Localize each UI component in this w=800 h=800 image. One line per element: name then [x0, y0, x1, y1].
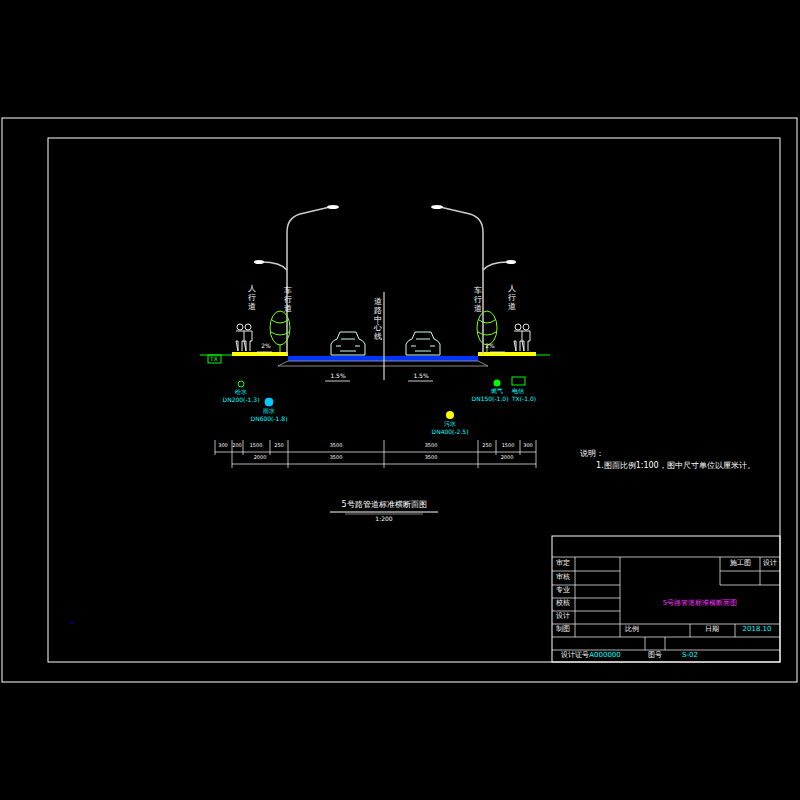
cell: S-02: [682, 652, 698, 660]
dimension: 1500: [502, 443, 515, 449]
note-head: 说明：: [580, 450, 604, 459]
pipe-tag: TX: [210, 356, 218, 363]
pipe-name: 燃气: [491, 388, 503, 395]
dimension: 2000: [254, 455, 267, 461]
cell: A000000: [589, 652, 621, 660]
dimension: 200: [232, 443, 242, 449]
pipe-name: 电信: [512, 388, 524, 395]
dimension: 300: [218, 443, 228, 449]
pipe-name: 污水: [444, 421, 456, 428]
cell: 日期: [705, 626, 719, 634]
cell: 设计证号: [561, 652, 589, 660]
pipe-name: 雨水: [263, 408, 275, 415]
dimension: 3500: [425, 443, 438, 449]
cell: 施工图: [730, 560, 751, 568]
pipe-size: TX(-1.0): [512, 396, 536, 403]
cell: 专业: [556, 587, 570, 595]
cell: 设计: [763, 560, 777, 568]
dimension: 250: [482, 443, 492, 449]
side-label: 车行道: [284, 287, 292, 313]
pipe-name: 给水: [235, 389, 247, 396]
slope: 2%: [261, 343, 271, 350]
side-label: 人行道: [248, 285, 256, 311]
scale-caption: 1:200: [375, 516, 392, 523]
dimension: 3500: [425, 455, 438, 461]
drawing-name: 5号路管道标准横断面图: [663, 600, 737, 608]
slope: 1.5%: [330, 373, 345, 380]
dimension: 3500: [330, 455, 343, 461]
pipe-size: DN200(-1.3): [223, 397, 260, 404]
dimension: 2000: [501, 455, 514, 461]
pipe-size: DN150(-1.0): [472, 396, 509, 403]
cell: 2018.10: [743, 626, 772, 634]
side-label: 车行道: [474, 287, 482, 313]
pipe-size: DN400(-2.5): [432, 429, 469, 436]
side-label: 人行道: [508, 285, 516, 311]
cell: 校核: [556, 600, 570, 608]
dimension: 300: [523, 443, 533, 449]
dimension: 1500: [250, 443, 263, 449]
note-text: 1.图面比例1:100，图中尺寸单位以厘米计。: [596, 462, 755, 471]
cell: 审核: [556, 574, 570, 582]
pipe-size: DN600(-1.8): [251, 416, 288, 423]
cell: 图号: [648, 652, 662, 660]
dimension: 3500: [330, 443, 343, 449]
slope: 1.5%: [413, 373, 428, 380]
centre-label: 道路中心线: [374, 298, 382, 342]
dimension: 250: [274, 443, 284, 449]
drawing-title: 5号路管道标准横断面图: [341, 501, 426, 510]
cell: 审定: [556, 560, 570, 568]
cell: 比例: [625, 626, 639, 634]
slope: 2%: [485, 343, 495, 350]
cell: 制图: [556, 626, 570, 634]
cell: 设计: [556, 613, 570, 621]
